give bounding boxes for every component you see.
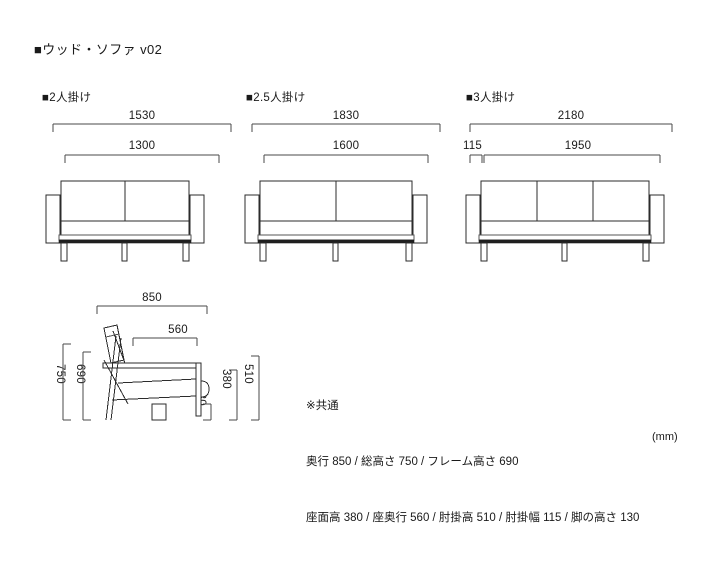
- backrest-cushion: [103, 324, 125, 364]
- front-view-2_5-seater: [244, 123, 441, 262]
- dim-bracket-690: [82, 351, 91, 421]
- dim-bracket-750: [62, 343, 71, 421]
- leg-center: [121, 242, 128, 262]
- foot-block-center: [151, 403, 167, 421]
- back-cushion-left: [259, 180, 337, 222]
- arm-left: [244, 194, 260, 244]
- dim-3-seater-inner-width: 1950: [564, 140, 592, 152]
- arm-pad: [200, 380, 210, 398]
- front-view-2-seater: [45, 123, 232, 262]
- dim-2-seater-overall-width: 1530: [128, 110, 156, 122]
- back-cushion-right: [592, 180, 650, 222]
- page-title: ■ウッド・ソファ v02: [34, 42, 163, 57]
- back-cushion-left: [480, 180, 538, 222]
- dim-bracket-1530: [52, 123, 232, 132]
- variant-label-2-seater: ■2人掛け: [42, 92, 92, 104]
- variant-label-3-seater: ■3人掛け: [466, 92, 516, 104]
- seat-band: [259, 220, 413, 236]
- leg-rear-outer: [105, 335, 117, 421]
- front-view-3-seater: [465, 123, 673, 262]
- arm-right: [412, 194, 428, 244]
- leg-brace-diagonal: [103, 359, 129, 405]
- spec-heading: ※共通: [306, 400, 339, 413]
- dim-bracket-115: [469, 154, 483, 163]
- leg-center: [332, 242, 339, 262]
- dim-bracket-1600: [263, 154, 429, 163]
- technical-linework: [45, 123, 673, 421]
- seat-band: [60, 220, 190, 236]
- unit-note: (mm): [652, 431, 678, 443]
- side-view: [62, 305, 260, 421]
- arm-right: [649, 194, 665, 244]
- dim-3-seater-arm-width: 115: [463, 140, 482, 152]
- dim-bracket-510: [251, 355, 260, 421]
- leg-left: [259, 242, 267, 262]
- frame-rail-upper: [478, 234, 652, 241]
- leg-right: [182, 242, 190, 262]
- back-cushion-right: [335, 180, 413, 222]
- leg-center: [561, 242, 568, 262]
- dim-bracket-1950: [483, 154, 661, 163]
- dim-bracket-130: [203, 403, 212, 421]
- leg-left: [60, 242, 68, 262]
- dim-2-seater-inner-width: 1300: [128, 140, 156, 152]
- leg-left: [480, 242, 488, 262]
- frame-rail-upper: [58, 234, 192, 241]
- seat-band: [480, 220, 650, 236]
- dim-bracket-850: [96, 305, 208, 314]
- dim-2_5-seater-inner-width: 1600: [332, 140, 360, 152]
- dim-side-seat-depth: 560: [168, 324, 188, 336]
- arm-left: [45, 194, 61, 244]
- leg-right: [642, 242, 650, 262]
- dim-3-seater-overall-width: 2180: [557, 110, 585, 122]
- side-rail-upper: [117, 378, 197, 384]
- spec-line-1: 奥行 850 / 総高さ 750 / フレーム高さ 690: [306, 456, 519, 469]
- frame-rail-upper: [257, 234, 415, 241]
- dim-bracket-1830: [251, 123, 441, 132]
- variant-label-2_5-seater: ■2.5人掛け: [246, 92, 306, 104]
- dim-bracket-380: [229, 369, 238, 421]
- dim-side-depth: 850: [142, 292, 162, 304]
- leg-rear-inner: [110, 337, 122, 421]
- arm-left: [465, 194, 481, 244]
- arm-right: [189, 194, 205, 244]
- back-cushion-right: [124, 180, 190, 222]
- back-cushion-left: [60, 180, 126, 222]
- leg-right: [405, 242, 413, 262]
- back-cushion-center: [536, 180, 594, 222]
- arm-front-post: [195, 362, 202, 417]
- dim-bracket-1300: [64, 154, 220, 163]
- drawing-sheet: ■ウッド・ソファ v02 ■2人掛け ■2.5人掛け ■3人掛け 1530 13…: [34, 42, 678, 524]
- dim-2_5-seater-overall-width: 1830: [332, 110, 360, 122]
- dim-bracket-560: [132, 337, 198, 346]
- dim-bracket-2180: [469, 123, 673, 132]
